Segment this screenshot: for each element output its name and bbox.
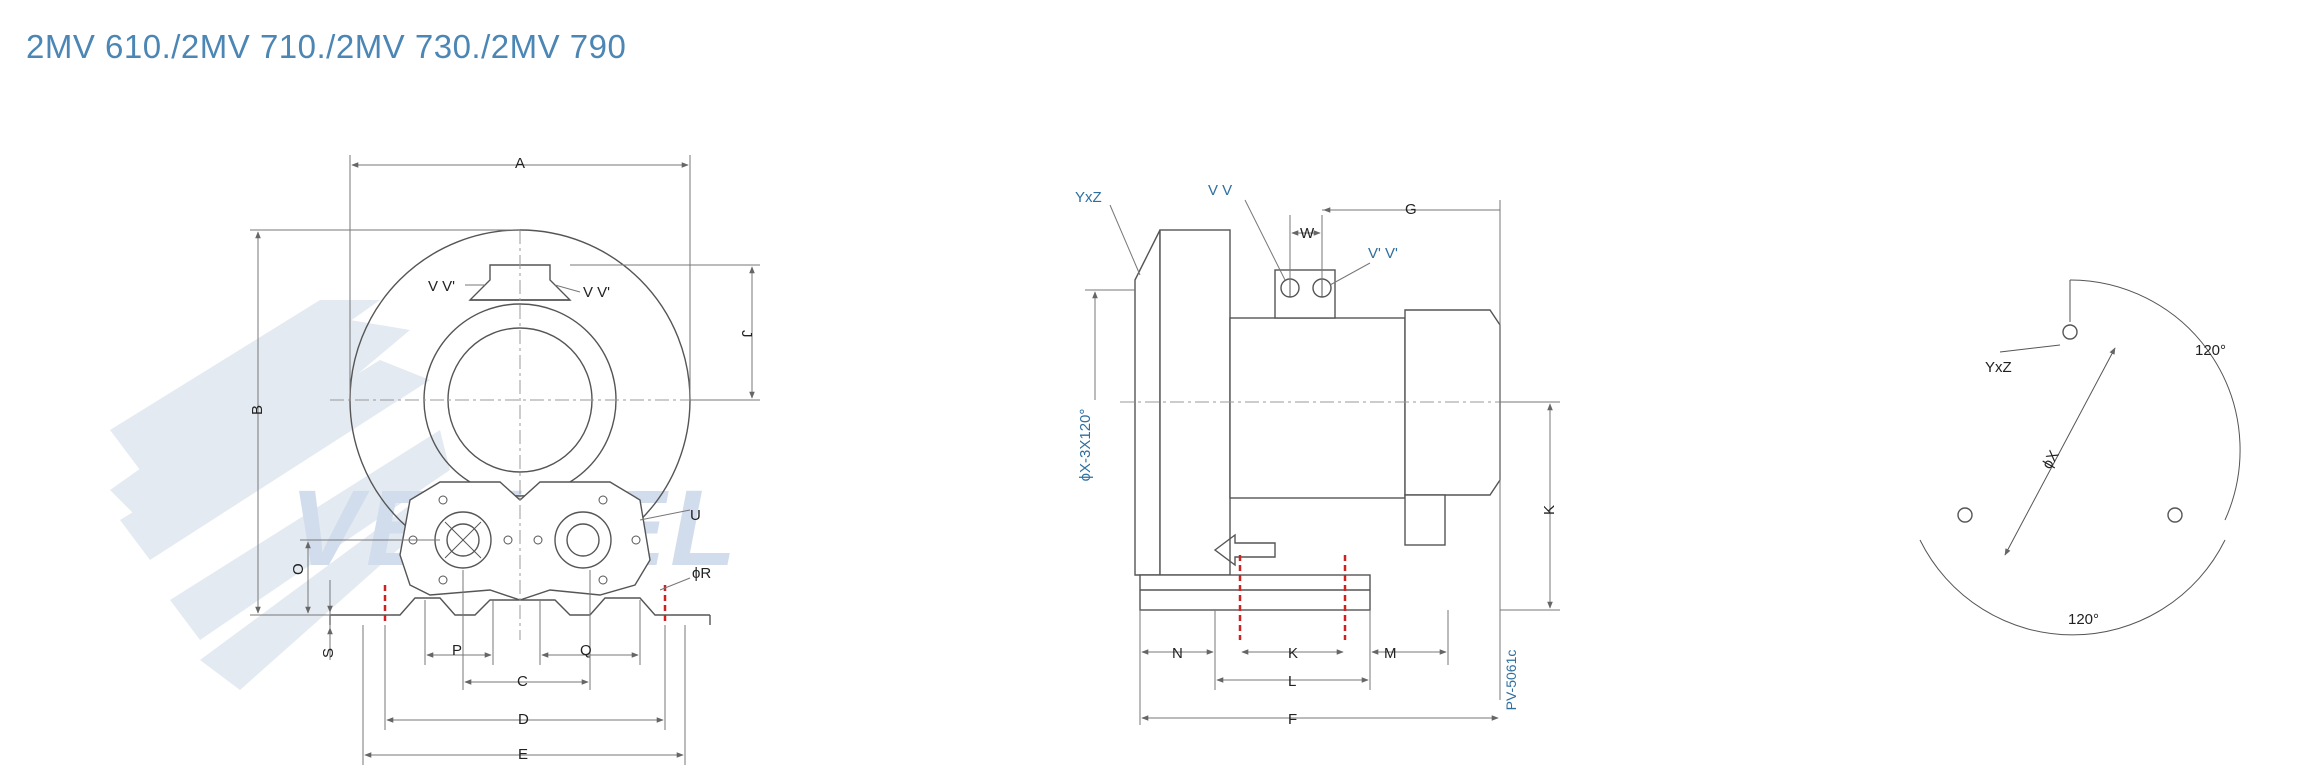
angle-bottom-label: 120° [2068,611,2099,628]
side-view [1120,229,1545,640]
front-view-labels: A B J O S P Q C D E U ϕR V V' V V' [249,155,755,763]
dim-R-label: ϕR [692,565,711,582]
port-label-right: V V' [583,284,610,301]
side-flange-label: ϕX-3X120° [1077,409,1094,482]
port-right-inner [566,523,600,557]
port-stub [1274,269,1336,319]
side-yxz-label: YxZ [1075,189,1102,206]
base-plate [330,597,710,616]
angle-arc-top [2069,279,2241,521]
dim-A-label: A [515,155,525,172]
airflow-arrow [1213,533,1276,567]
side-vv2-label: V' V' [1368,245,1398,262]
dim-C-label: C [517,673,528,690]
port-label-left: V V' [428,278,455,295]
dim-N-label: N [1172,645,1183,662]
page-title: 2MV 610./2MV 710./2MV 730./2MV 790 [26,28,627,65]
dim-M-label: M [1384,645,1397,662]
flange-x-label: ϕX [2039,448,2063,472]
angle-top-label: 120° [2195,342,2226,359]
dim-G-label: G [1405,201,1417,218]
dim-K-label: K [1288,645,1298,662]
dim-F-label: F [1288,711,1297,728]
flange-view [1919,279,2241,636]
dim-O-label: O [290,563,307,575]
bolt-hole-top [2062,324,2078,340]
dim-J-label: J [738,330,755,338]
bolt-hole-right [2167,507,2183,523]
terminal-box [1404,494,1446,546]
motor-body [1229,317,1406,499]
flange-yxz-label: YxZ [1985,359,2012,376]
front-view-dimensions [250,155,760,765]
dim-W-label: W [1300,225,1315,242]
side-vv-label: V V [1208,182,1232,199]
dim-B-label: B [249,405,266,415]
angle-arc-bottom [1919,539,2226,636]
dim-Q-label: Q [580,642,592,659]
side-view-dimensions [1085,199,1560,725]
drawing-number: PV-5061c [1503,650,1519,711]
dim-L-label: L [1288,673,1296,690]
port-left-inner [446,523,480,557]
dim-P-label: P [452,642,462,659]
side-base [1139,574,1371,611]
dim-D-label: D [518,711,529,728]
dim-S-label: S [320,648,337,658]
bolt-hole-left [1957,507,1973,523]
dim-E-label: E [518,746,528,763]
flange-view-labels: YxZ ϕX 120° 120° [1985,342,2226,628]
dim-U-label: U [690,507,701,524]
side-view-labels: YxZ V V V' V' ϕX-3X120° W G K N K M L F … [1075,182,1558,728]
dim-K-height-label: K [1541,505,1558,515]
port-body [399,481,651,601]
port-right-outer [554,511,612,569]
